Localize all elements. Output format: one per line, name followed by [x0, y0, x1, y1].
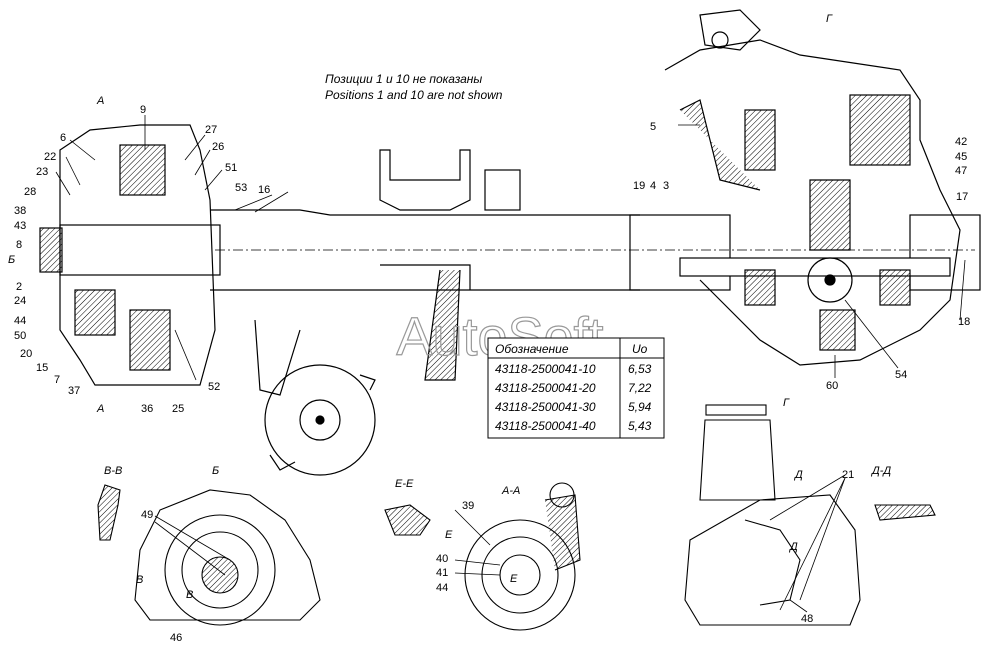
callout: 16	[258, 184, 270, 196]
callout: 38	[14, 205, 26, 217]
view-labels: А А Б Г В-В Б Е-Е А-А Г Д-Д В В Е Е Д Д	[8, 13, 891, 601]
view-mark-d-bottom: Д	[788, 541, 798, 553]
callout: 8	[16, 239, 22, 251]
callout: 41	[436, 567, 448, 579]
table-cell: 43118-2500041-30	[495, 400, 596, 414]
callout: 45	[955, 151, 967, 163]
callout: 24	[14, 295, 26, 307]
callout: 26	[212, 141, 224, 153]
table-header-ratio: Uo	[632, 342, 648, 356]
callout: 6	[60, 132, 66, 144]
callout: 51	[225, 162, 237, 174]
axle-assembly	[39, 9, 981, 476]
leader-lines	[55, 115, 966, 613]
view-mark-a-top: А	[96, 95, 104, 107]
note-ru: Позиции 1 и 10 не показаны	[325, 72, 482, 86]
view-mark-e: Е	[445, 529, 453, 541]
ratio-table: Обозначение Uo 43118-2500041-10 6,53 431…	[487, 337, 665, 439]
table-cell: 43118-2500041-20	[495, 381, 596, 395]
table-cell: 5,43	[628, 419, 652, 433]
callout: 44	[436, 582, 448, 594]
view-mark-g: Г	[826, 13, 833, 25]
view-title-b: Б	[212, 465, 219, 477]
callout: 7	[54, 374, 60, 386]
table-cell: 43118-2500041-10	[495, 362, 596, 376]
callout: 48	[801, 613, 813, 625]
callout: 28	[24, 186, 36, 198]
callout: 20	[20, 348, 32, 360]
table-cell: 5,94	[628, 400, 652, 414]
callout: 42	[955, 136, 967, 148]
callout: 22	[44, 151, 56, 163]
view-mark-v-right: В	[186, 589, 193, 601]
callout: 49	[141, 509, 153, 521]
callout: 40	[436, 553, 448, 565]
callout: 18	[958, 316, 970, 328]
view-mark-b: Б	[8, 254, 15, 266]
view-title-vv: В-В	[104, 465, 122, 477]
callout: 47	[955, 165, 967, 177]
callout: 46	[170, 632, 182, 644]
note-en: Positions 1 and 10 are not shown	[325, 88, 503, 102]
callout: 60	[826, 380, 838, 392]
callout: 23	[36, 166, 48, 178]
view-title-g: Г	[783, 397, 790, 409]
view-mark-a-bottom: А	[96, 403, 104, 415]
callout: 37	[68, 385, 80, 397]
callout: 17	[956, 191, 968, 203]
lower-views	[97, 404, 936, 631]
callout: 52	[208, 381, 220, 393]
callout: 54	[895, 369, 907, 381]
callout-numbers: 6 9 27 26 51 22 23 28 38 43 8 2 24 44 50…	[14, 104, 970, 644]
callout: 44	[14, 315, 26, 327]
callout: 39	[462, 500, 474, 512]
table-cell: 6,53	[628, 362, 652, 376]
view-title-aa: А-А	[501, 485, 520, 497]
view-title-dd: Д-Д	[870, 465, 891, 477]
callout: 15	[36, 362, 48, 374]
callout: 3	[663, 180, 669, 192]
callout: 50	[14, 330, 26, 342]
view-mark-v-left: В	[136, 574, 143, 586]
callout: 5	[650, 121, 656, 133]
callout: 43	[14, 220, 26, 232]
view-mark-e-inner: Е	[510, 573, 518, 585]
table-cell: 43118-2500041-40	[495, 419, 596, 433]
callout: 19	[633, 180, 645, 192]
view-title-ee: Е-Е	[395, 478, 414, 490]
table-header-designation: Обозначение	[495, 342, 569, 356]
view-mark-d-top: Д	[793, 469, 803, 481]
callout: 21	[842, 469, 854, 481]
callout: 27	[205, 124, 217, 136]
callout: 2	[16, 281, 22, 293]
callout: 9	[140, 104, 146, 116]
callout: 36	[141, 403, 153, 415]
callout: 4	[650, 180, 656, 192]
callout: 25	[172, 403, 184, 415]
table-cell: 7,22	[628, 381, 652, 395]
callout: 53	[235, 182, 247, 194]
